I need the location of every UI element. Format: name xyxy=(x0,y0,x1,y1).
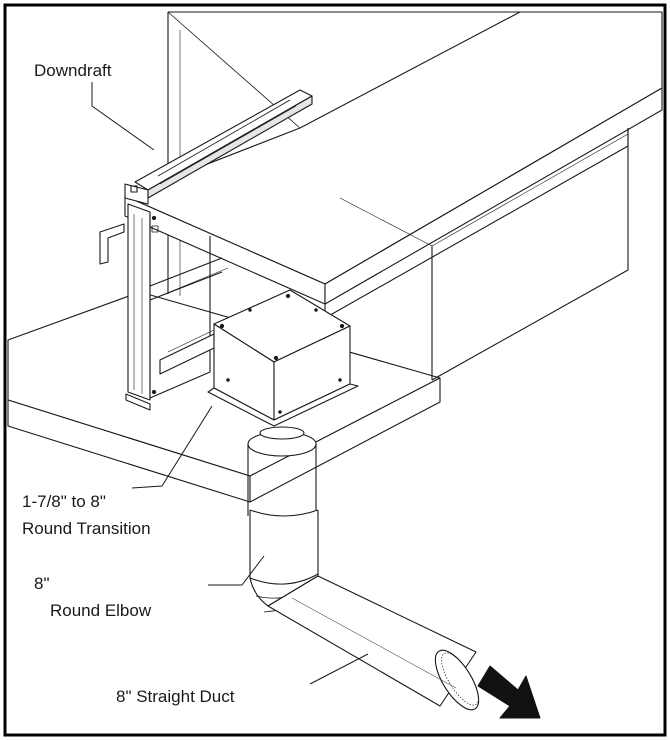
straight-duct xyxy=(267,575,480,711)
callout-transition-name: Round Transition xyxy=(22,519,151,538)
callout-straight-duct: 8" Straight Duct xyxy=(116,687,235,706)
leader-transition xyxy=(131,405,213,489)
callout-transition-size: 1-7/8" to 8" xyxy=(22,492,106,511)
leader-elbow xyxy=(208,555,265,586)
airflow-arrow xyxy=(477,665,541,719)
blower-box xyxy=(207,289,359,427)
leader-downdraft xyxy=(91,82,155,151)
upper-countertop xyxy=(124,11,663,381)
leader-duct xyxy=(309,653,369,685)
callout-downdraft: Downdraft xyxy=(34,61,112,80)
callout-elbow-name: Round Elbow xyxy=(50,601,152,620)
round-transition xyxy=(247,426,317,516)
leader-lines xyxy=(91,82,369,685)
callout-elbow-size: 8" xyxy=(34,574,50,593)
downdraft-unit xyxy=(99,89,313,411)
